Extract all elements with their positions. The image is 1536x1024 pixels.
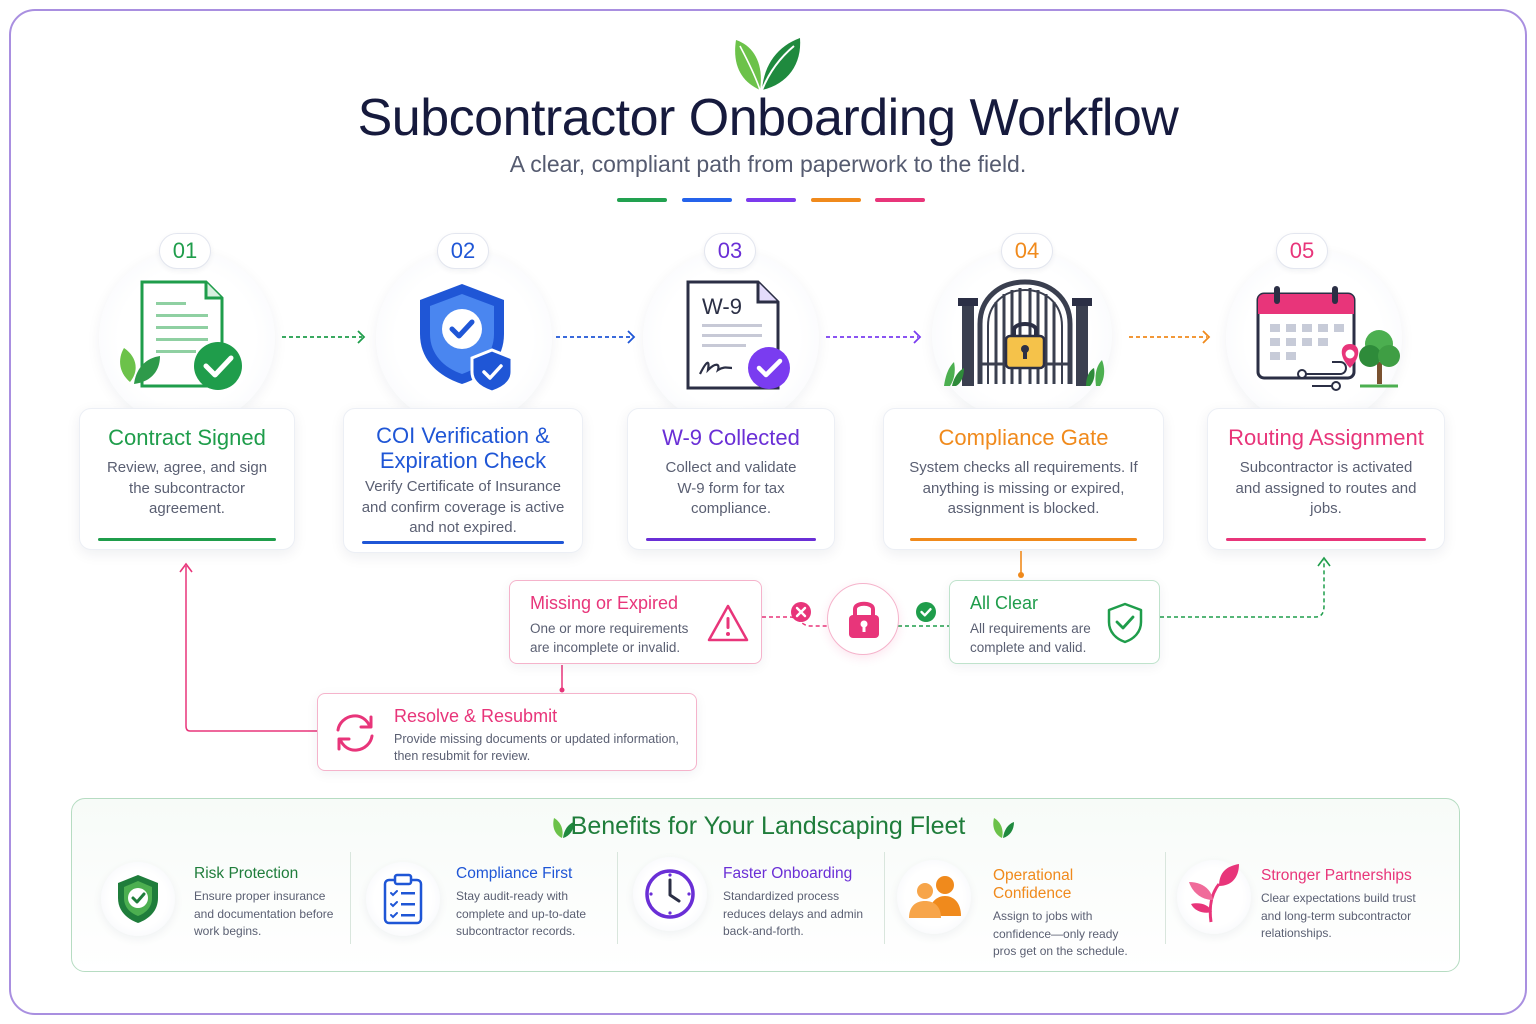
shield-check-icon [420, 284, 514, 394]
leaf-logo-icon [735, 38, 801, 91]
all-clear-description: All requirements are complete and valid. [970, 621, 1091, 655]
accent-dash [875, 198, 925, 202]
benefit-divider [884, 852, 885, 944]
benefit-2: Compliance First Stay audit-ready with c… [456, 865, 606, 941]
benefit-5: Stronger Partnerships Clear expectations… [1261, 867, 1421, 943]
step-2-description: Verify Certificate of Insurance and conf… [361, 478, 565, 536]
warning-icon [707, 604, 749, 642]
benefit-4-description: Assign to jobs with confidence—only read… [993, 909, 1128, 958]
step-2-accent-bar [362, 541, 564, 544]
benefit-4: Operational Confidence Assign to jobs wi… [993, 867, 1145, 961]
missing-or-expired-box: Missing or Expired One or more requireme… [509, 580, 762, 664]
step-1-title: Contract Signed [108, 425, 266, 450]
missing-title: Missing or Expired [530, 593, 679, 613]
benefit-2-description: Stay audit-ready with complete and up-to… [456, 889, 587, 938]
shield-check-icon [118, 875, 158, 923]
step-3-description: Collect and validate W-9 form for tax co… [665, 459, 797, 517]
benefit-3-icon-halo [633, 857, 707, 931]
step-5-description: Subcontractor is activated and assigned … [1235, 459, 1417, 517]
flow-arrow-3-4 [826, 330, 922, 344]
step-3-accent-bar [646, 538, 816, 541]
step-1-card: Contract Signed Review, agree, and sign … [79, 408, 295, 550]
step-4-description: System checks all requirements. If anyth… [909, 459, 1138, 517]
step-1-accent-bar [98, 538, 276, 541]
resolve-title: Resolve & Resubmit [394, 706, 558, 726]
resolve-resubmit-box: Resolve & Resubmit Provide missing docum… [317, 693, 697, 771]
benefit-1-title: Risk Protection [194, 865, 299, 882]
benefit-1-icon-halo [101, 862, 175, 936]
accent-dash [682, 198, 732, 202]
w9-form-label: W-9 [702, 294, 742, 319]
benefit-1: Risk Protection Ensure proper insurance … [194, 865, 340, 941]
step-2-title: COI Verification & Expiration Check [376, 423, 550, 473]
accent-dash [811, 198, 861, 202]
calendar-route-icon [1256, 286, 1400, 391]
step-1-description: Review, agree, and sign the subcontracto… [106, 459, 268, 517]
refresh-icon [336, 714, 374, 752]
step-5-title: Routing Assignment [1228, 425, 1424, 450]
benefit-2-title: Compliance First [456, 865, 573, 882]
benefit-2-icon-halo [366, 862, 440, 936]
padlock-icon [849, 601, 879, 638]
benefit-1-description: Ensure proper insurance and documentatio… [194, 889, 334, 938]
w9-form-icon: W-9 [686, 280, 790, 390]
step-5-card: Routing Assignment Subcontractor is acti… [1207, 408, 1445, 550]
gate-lock-node [827, 583, 899, 655]
resolve-description: Provide missing documents or updated inf… [394, 732, 679, 763]
benefit-3: Faster Onboarding Standardized process r… [723, 865, 873, 941]
page-subtitle: A clear, compliant path from paperwork t… [509, 151, 1027, 177]
step-4-title: Compliance Gate [938, 425, 1109, 450]
benefit-3-description: Standardized process reduces delays and … [723, 889, 864, 938]
step-4-card: Compliance Gate System checks all requir… [883, 408, 1164, 550]
benefit-4-icon-halo [897, 860, 971, 934]
flow-arrow-4-5 [1129, 330, 1211, 344]
flow-arrow-2-3 [556, 330, 636, 344]
flow-arrow-1-2 [282, 330, 366, 344]
step-3-number: 03 [704, 233, 756, 269]
step-5-number: 05 [1276, 233, 1328, 269]
benefit-divider [617, 852, 618, 944]
benefit-5-icon-halo [1177, 860, 1251, 934]
locked-gate-icon [944, 279, 1105, 386]
missing-description: One or more requirements are incomplete … [530, 621, 689, 655]
clipboard-list-icon [383, 873, 423, 925]
benefit-3-title: Faster Onboarding [723, 865, 853, 882]
people-icon [909, 876, 961, 918]
all-clear-title: All Clear [970, 593, 1039, 613]
pass-check-icon [916, 602, 936, 622]
document-check-icon [120, 280, 242, 390]
shield-check-outline-icon [1107, 602, 1143, 644]
fail-x-icon [791, 602, 811, 622]
step-3-card: W-9 Collected Collect and validate W-9 f… [627, 408, 835, 550]
step-4-accent-bar [910, 538, 1137, 541]
step-4-number: 04 [1001, 233, 1053, 269]
benefit-5-title: Stronger Partnerships [1261, 867, 1412, 884]
step-2-card: COI Verification & Expiration Check Veri… [343, 408, 583, 553]
benefit-4-title: Operational Confidence [993, 867, 1074, 902]
benefit-divider [350, 852, 351, 944]
leaf-right-icon [993, 818, 1014, 838]
accent-dash [617, 198, 667, 202]
clock-icon [645, 869, 695, 919]
benefits-title: Benefits for Your Landscaping Fleet [570, 812, 966, 840]
all-clear-box: All Clear All requirements are complete … [949, 580, 1160, 664]
benefit-5-description: Clear expectations build trust and long-… [1261, 891, 1416, 940]
step-5-accent-bar [1226, 538, 1426, 541]
step-1-number: 01 [159, 233, 211, 269]
page-title: Subcontractor Onboarding Workflow [357, 89, 1179, 147]
leaf-left-icon [553, 818, 574, 838]
accent-dash [746, 198, 796, 202]
benefit-divider [1165, 852, 1166, 944]
step-2-number: 02 [437, 233, 489, 269]
sprout-icon [1189, 864, 1239, 923]
step-3-title: W-9 Collected [662, 425, 800, 450]
